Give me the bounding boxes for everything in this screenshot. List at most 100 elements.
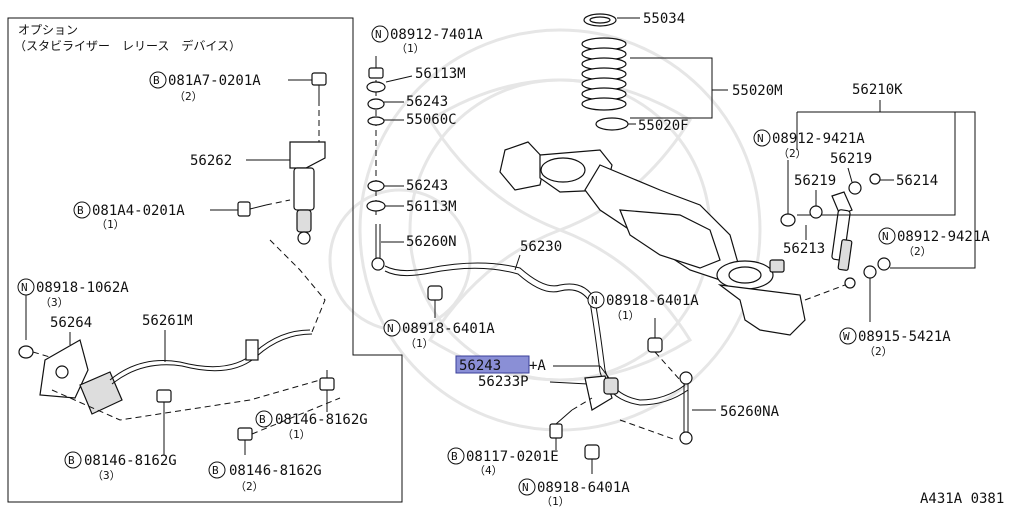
svg-text:（3）: （3） <box>40 296 69 309</box>
spring-seat-55020f <box>595 117 629 131</box>
label-55060c: 55060C <box>406 112 457 128</box>
svg-text:（3）: （3） <box>92 469 121 482</box>
svg-text:（1）: （1） <box>405 337 434 350</box>
shock-absorber-56210k <box>831 191 856 289</box>
svg-text:B: B <box>259 413 266 426</box>
label-08117-0201e: B 08117-0201E （4） <box>447 447 559 477</box>
svg-text:08918-6401A: 08918-6401A <box>606 293 699 309</box>
svg-text:（1）: （1） <box>541 495 570 508</box>
nut-08918-1062a <box>18 345 34 359</box>
label-08918-6401a-bot: N 08918-6401A （1） <box>518 478 630 508</box>
spring-seat-55034 <box>583 13 617 27</box>
nut-symbol-icon <box>587 291 605 309</box>
svg-text:N: N <box>522 481 529 494</box>
label-56262: 56262 <box>190 153 232 169</box>
nut-symbol-icon <box>371 25 389 43</box>
bolt-symbol-icon <box>447 447 465 465</box>
svg-text:W: W <box>843 330 850 343</box>
label-08912-7401a: N 08912-7401A （1） <box>371 25 483 55</box>
release-cable-56261m <box>109 329 313 385</box>
svg-text:（2）: （2） <box>174 90 203 103</box>
label-08146-8162g-left: B 08146-8162G （3） <box>64 451 177 482</box>
label-08146-8162g-bot: B 08146-8162G （2） <box>208 461 322 493</box>
svg-text:（1）: （1） <box>396 42 425 55</box>
svg-text:B: B <box>77 204 84 217</box>
coil-spring-55020m <box>581 37 627 111</box>
link-rod-56260n <box>371 224 385 271</box>
washer-symbol-icon <box>839 327 857 345</box>
label-08912-9421a-right: N 08912-9421A （2） <box>878 227 990 258</box>
label-08146-8162g-mid: B 08146-8162G （1） <box>255 410 368 441</box>
label-56113m-top: 56113M <box>415 66 466 82</box>
link-rod-56260na <box>679 371 693 445</box>
bushing-stack-top <box>780 173 881 227</box>
label-56113m-mid: 56113M <box>406 199 457 215</box>
svg-text:N: N <box>757 132 764 145</box>
svg-text:08918-6401A: 08918-6401A <box>537 480 630 496</box>
option-subtitle: （スタビライザー レリース デバイス） <box>14 38 241 53</box>
svg-text:B: B <box>212 464 219 477</box>
nut-08918-6401a-left <box>427 285 443 301</box>
label-56261m: 56261M <box>142 313 193 329</box>
label-56260na: 56260NA <box>720 404 780 420</box>
svg-text:N: N <box>21 281 28 294</box>
release-bracket-56264 <box>39 339 123 415</box>
svg-text:（1）: （1） <box>96 218 125 231</box>
label-56264: 56264 <box>50 315 92 331</box>
svg-text:08918-6401A: 08918-6401A <box>402 321 495 337</box>
label-081a4-0201a: B 081A4-0201A （1） <box>73 201 185 231</box>
svg-text:（2）: （2） <box>235 480 264 493</box>
svg-text:08918-1062A: 08918-1062A <box>36 280 129 296</box>
svg-text:56243: 56243 <box>459 358 501 374</box>
label-08912-9421a-top: N 08912-9421A （2） <box>753 129 865 160</box>
diagram-code: A431A 0381 <box>920 491 1004 507</box>
svg-text:08146-8162G: 08146-8162G <box>229 463 322 479</box>
bolt-symbol-icon <box>255 410 273 428</box>
bolt-symbol-icon <box>149 71 167 89</box>
bolt-symbol-icon <box>73 201 91 219</box>
svg-text:N: N <box>375 28 382 41</box>
stabilizer-bar-56230 <box>384 262 689 406</box>
svg-text:+A: +A <box>529 358 546 374</box>
label-56214: 56214 <box>896 173 938 189</box>
svg-text:（1）: （1） <box>611 309 640 322</box>
nut-08918-6401a-right <box>647 337 663 353</box>
bolt-081a4 <box>237 201 267 217</box>
actuator-56262 <box>289 141 326 245</box>
label-56260n: 56260N <box>406 234 457 250</box>
svg-text:081A4-0201A: 081A4-0201A <box>92 203 185 219</box>
label-08918-6401a-right: N 08918-6401A （1） <box>587 291 699 322</box>
svg-text:08912-9421A: 08912-9421A <box>772 131 865 147</box>
svg-text:081A7-0201A: 081A7-0201A <box>168 73 261 89</box>
label-55020f: 55020F <box>638 118 689 134</box>
svg-text:（2）: （2） <box>864 345 893 358</box>
highlighted-part-56243a[interactable]: 56243 +A <box>455 355 546 374</box>
bolt-08117-0201e <box>549 409 573 439</box>
bolt-081a7 <box>311 72 327 100</box>
svg-text:08146-8162G: 08146-8162G <box>84 453 177 469</box>
option-title: オプション <box>18 23 78 37</box>
svg-text:08912-7401A: 08912-7401A <box>390 27 483 43</box>
label-56219-b: 56219 <box>794 173 836 189</box>
rear-axle-housing <box>499 141 806 336</box>
label-56243-top: 56243 <box>406 94 448 110</box>
svg-text:B: B <box>451 450 458 463</box>
label-56210k: 56210K <box>852 82 903 98</box>
label-55034: 55034 <box>643 11 685 27</box>
bolt-08146-mid <box>319 370 335 391</box>
label-56219-a: 56219 <box>830 151 872 167</box>
svg-text:B: B <box>153 74 160 87</box>
bolt-08146-left <box>156 389 172 412</box>
svg-text:N: N <box>387 322 394 335</box>
bolt-symbol-icon <box>64 451 82 469</box>
label-56213: 56213 <box>783 241 825 257</box>
label-081a7-0201a: B 081A7-0201A （2） <box>149 71 261 103</box>
nut-08918-6401a-bot <box>584 444 600 460</box>
svg-text:N: N <box>882 230 889 243</box>
svg-text:B: B <box>68 454 75 467</box>
nut-symbol-icon <box>383 319 401 337</box>
svg-text:08912-9421A: 08912-9421A <box>897 229 990 245</box>
nut-symbol-icon <box>753 129 771 147</box>
svg-text:N: N <box>591 294 598 307</box>
